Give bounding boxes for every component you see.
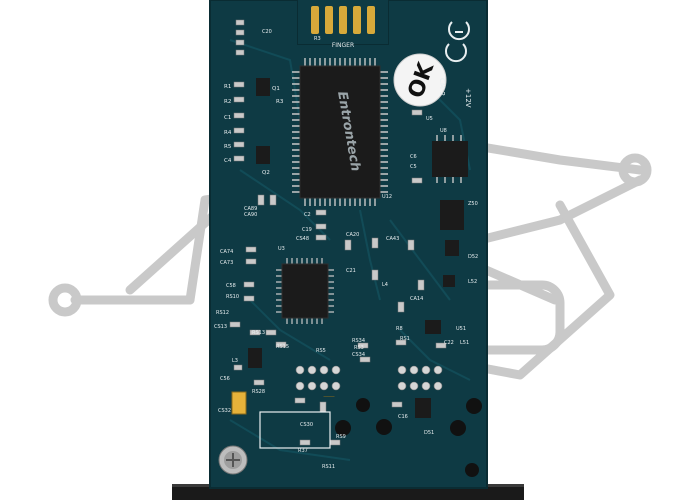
ref-label-rs11: RS11 bbox=[322, 464, 335, 470]
main-controller-chip: Entrontech bbox=[292, 58, 388, 206]
ref-label-c21: C21 bbox=[346, 268, 356, 274]
ref-label-ca89: CA89 bbox=[244, 206, 257, 212]
ref-label-c16: C16 bbox=[398, 414, 408, 420]
ref-label-r3b: R3 bbox=[276, 99, 284, 105]
ref-label-ca43: CA43 bbox=[386, 236, 399, 242]
ref-label-rs34: RS34 bbox=[352, 338, 365, 344]
ref-label-u8: U8 bbox=[440, 128, 447, 134]
ref-label-c6: C6 bbox=[410, 154, 417, 160]
secondary-chip bbox=[276, 258, 334, 324]
ref-label-rs12: RS12 bbox=[216, 310, 229, 316]
ref-label-z50: Z50 bbox=[468, 201, 478, 207]
ref-label-c1: C1 bbox=[224, 115, 231, 121]
ref-label-l52: L52 bbox=[468, 279, 477, 285]
soic-chip bbox=[432, 135, 468, 183]
finger-label: FINGER bbox=[332, 42, 354, 49]
ref-label-rs3: RS3 bbox=[354, 345, 364, 351]
ref-label-rs15: RS15 bbox=[276, 344, 289, 350]
ref-label-rs5: RS5 bbox=[316, 348, 326, 354]
ref-label-l51: L51 bbox=[460, 340, 469, 346]
ref-label-r5: R5 bbox=[224, 144, 232, 150]
ref-label-u3: U3 bbox=[278, 246, 285, 252]
ref-label-rs13: RS13 bbox=[252, 330, 265, 336]
ref-label-u12: U12 bbox=[382, 194, 392, 200]
ref-label-ca20: CA20 bbox=[346, 232, 359, 238]
ok-sticker: OK bbox=[393, 53, 447, 107]
ref-label-q2: Q2 bbox=[262, 170, 270, 176]
ref-label-ca90: CA90 bbox=[244, 212, 257, 218]
ref-label-c2: C2 bbox=[304, 212, 311, 218]
ref-label-cs13: CS13 bbox=[214, 324, 227, 330]
ref-label-rs9: RS9 bbox=[336, 434, 346, 440]
ref-label-u5: U5 bbox=[426, 116, 433, 122]
ref-label-cs34: CS34 bbox=[352, 352, 365, 358]
ref-label-r2: R2 bbox=[224, 99, 231, 105]
mounting-screw bbox=[218, 445, 248, 475]
ref-label-r4: R4 bbox=[224, 130, 232, 136]
ref-label-c5: C5 bbox=[410, 164, 417, 170]
ref-label-r37: R37 bbox=[298, 448, 308, 454]
ref-label-l3: L3 bbox=[232, 358, 238, 364]
ref-label-ca14: CA14 bbox=[410, 296, 423, 302]
ref-label-cs30: CS30 bbox=[300, 422, 313, 428]
ref-label-d52: D52 bbox=[468, 254, 478, 260]
ref-label-c4: C4 bbox=[224, 158, 232, 164]
ref-label-l4: L4 bbox=[382, 282, 388, 288]
ref-label-c22: C22 bbox=[444, 340, 454, 346]
ref-label-c20: C20 bbox=[262, 29, 272, 35]
gold-finger-connector: FINGER bbox=[298, 0, 388, 49]
ref-label-r3: R3 bbox=[314, 36, 321, 42]
ref-label-q1: Q1 bbox=[272, 86, 280, 92]
silkscreen-labels: C20 R3 R1 Q1 R2 R3 C1 R4 R5 C4 Q2 CA89 C… bbox=[214, 29, 478, 470]
ce-mark bbox=[445, 21, 470, 63]
ref-label-r8: R8 bbox=[396, 326, 403, 332]
ref-label-c19: C19 bbox=[302, 227, 312, 233]
smd-components bbox=[218, 19, 482, 477]
ref-label-c58: C58 bbox=[226, 283, 236, 289]
ref-label-rs10: RS10 bbox=[226, 294, 239, 300]
ref-label-d51: D51 bbox=[424, 430, 434, 436]
ref-label-r1: R1 bbox=[224, 84, 231, 90]
ref-label-u51: U51 bbox=[456, 326, 466, 332]
ref-label-rs1: RS1 bbox=[400, 336, 410, 342]
ref-label-cs32: CS32 bbox=[218, 408, 231, 414]
ref-label-ca74: CA74 bbox=[220, 249, 233, 255]
ref-label-cs48: CS48 bbox=[296, 236, 309, 242]
ref-label-rs28: RS28 bbox=[252, 389, 265, 395]
ref-label-ca73: CA73 bbox=[220, 260, 233, 266]
ref-label-c56: C56 bbox=[220, 376, 230, 382]
voltage-label: +12V bbox=[464, 88, 472, 108]
cm2-label: CM-2 bbox=[438, 78, 446, 96]
